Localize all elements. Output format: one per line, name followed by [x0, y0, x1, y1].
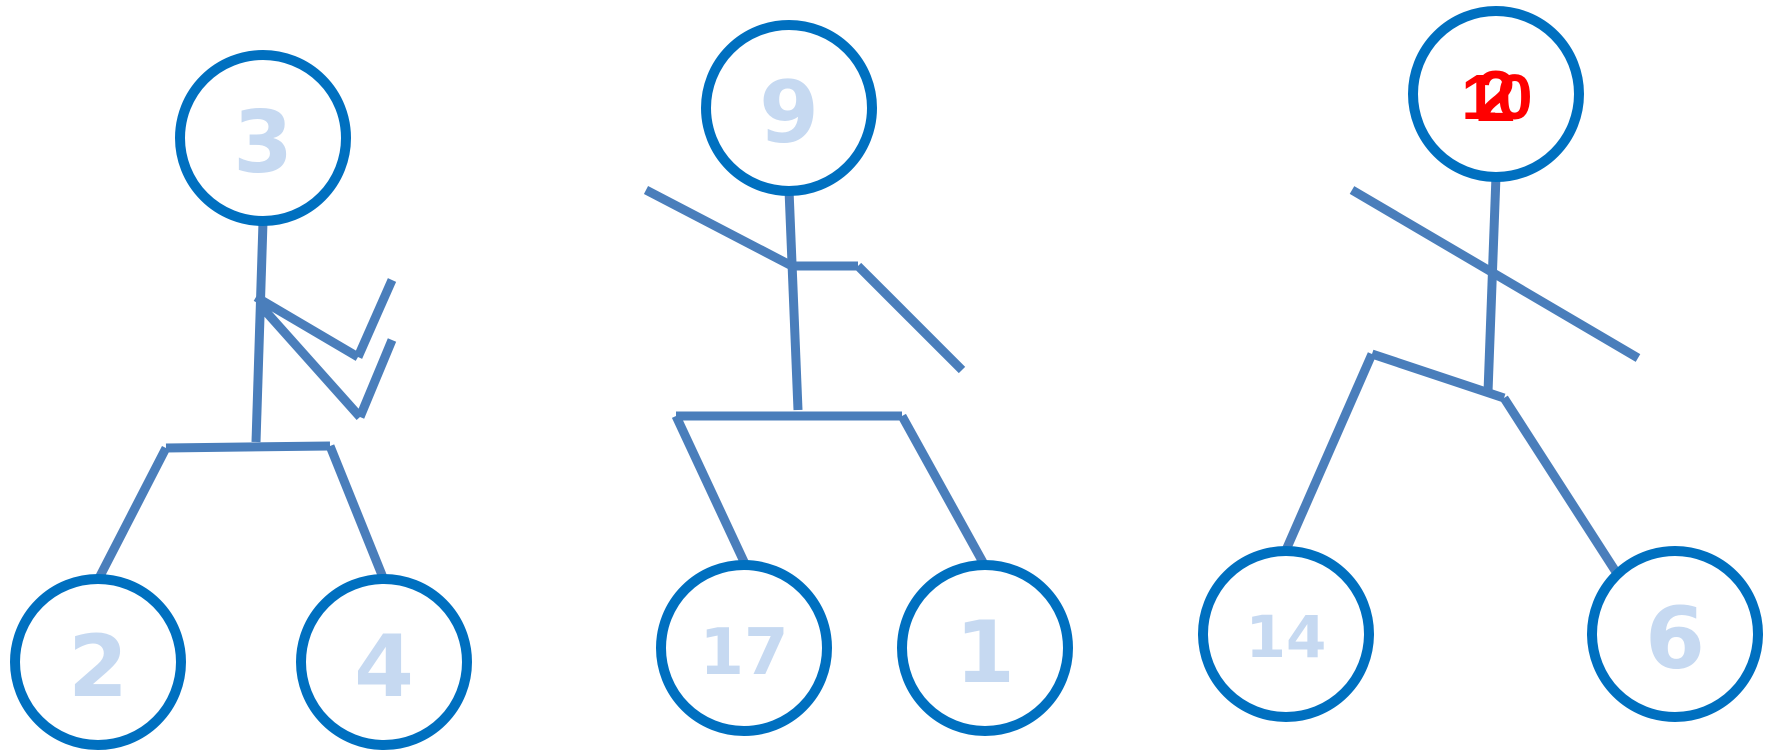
figure-3-right-leg — [1500, 395, 1620, 575]
figure-2-raised-arm — [643, 186, 795, 270]
figure-1-left-leg — [93, 445, 171, 583]
figure-1-lower-hand — [355, 338, 397, 419]
figure-3-right-child-node: 6 — [1587, 546, 1763, 722]
figure-2-root-label: 9 — [759, 63, 819, 163]
figure-3-root-node: 10 2 — [1408, 6, 1584, 182]
figure-3-root-label-two: 2 — [1476, 57, 1516, 137]
figure-1-right-child-label: 4 — [354, 617, 414, 717]
figure-1-left-child-label: 2 — [68, 617, 128, 717]
figure-2-spine — [784, 189, 803, 411]
figure-2-left-leg — [671, 414, 751, 568]
figure-1-right-leg — [325, 444, 389, 582]
figure-3-hip — [1370, 349, 1506, 403]
figure-1-right-child-node: 4 — [296, 574, 472, 750]
figure-2-root-node: 9 — [701, 20, 877, 196]
figure-2: 9 17 1 — [643, 20, 1073, 736]
figure-3-right-child-label: 6 — [1645, 589, 1705, 689]
figure-3-crossed-arm — [1349, 186, 1641, 362]
figure-2-left-child-node: 17 — [656, 560, 832, 736]
figure-2-left-child-label: 17 — [699, 616, 788, 690]
figure-3-spine — [1483, 175, 1501, 393]
figure-3-left-leg — [1281, 352, 1377, 552]
figure-1: 3 2 4 — [10, 50, 472, 750]
figure-2-stick-body — [643, 186, 989, 569]
figure-2-lowered-arm — [854, 262, 966, 374]
figure-3-stick-body — [1281, 175, 1641, 575]
figure-1-upper-hand — [353, 278, 397, 359]
figure-2-right-child-label: 1 — [955, 603, 1015, 703]
figure-1-stick-body — [93, 221, 397, 583]
figure-2-right-leg — [898, 413, 989, 569]
figure-2-right-child-node: 1 — [897, 560, 1073, 736]
figure-3-root-label-ten: 10 — [1461, 61, 1532, 133]
figure-3-left-child-node: 14 — [1198, 546, 1374, 722]
figure-1-hips — [165, 441, 331, 453]
figure-1-left-child-node: 2 — [10, 574, 186, 750]
figure-3-left-child-label: 14 — [1246, 603, 1327, 671]
figure-3: 10 2 14 6 — [1198, 6, 1763, 722]
figure-1-spine — [251, 221, 268, 443]
figure-1-root-label: 3 — [233, 93, 293, 193]
figure-1-root-node: 3 — [175, 50, 351, 226]
figure-1-lower-arm — [256, 302, 364, 420]
figure-1-upper-arm — [253, 293, 361, 361]
